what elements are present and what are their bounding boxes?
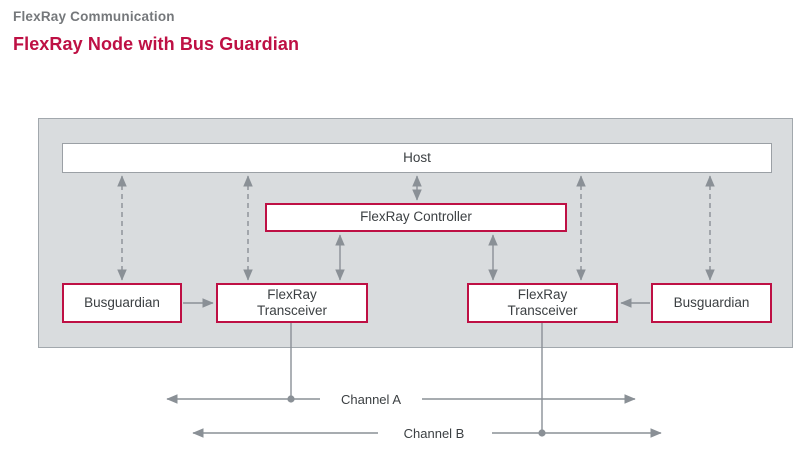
section-label: FlexRay Communication [13,9,175,24]
node-flexray-transceiver-right: FlexRay Transceiver [467,283,618,323]
node-flexray-transceiver-right-label-line2: Transceiver [507,303,578,318]
node-host: Host [62,143,772,173]
node-busguardian-right: Busguardian [651,283,772,323]
channel-a-junction-dot [287,395,295,403]
node-flexray-transceiver-left-label-line1: FlexRay [267,286,317,302]
node-busguardian-left-label: Busguardian [84,294,160,310]
node-busguardian-left: Busguardian [62,283,182,323]
node-flexray-transceiver-right-label-line1: FlexRay [517,286,568,302]
node-flexray-controller-label: FlexRay Controller [360,209,472,225]
channel-b-label: Channel B [403,426,465,441]
channel-a-label: Channel A [341,392,401,407]
node-flexray-transceiver-left-label-line2: Transceiver [256,303,328,318]
node-busguardian-right-label: Busguardian [673,294,750,310]
node-host-label: Host [403,149,431,165]
node-flexray-transceiver-left: FlexRay Transceiver [216,283,368,323]
node-flexray-controller: FlexRay Controller [265,203,567,232]
channel-b-junction-dot [538,429,546,437]
page-title: FlexRay Node with Bus Guardian [13,34,300,54]
